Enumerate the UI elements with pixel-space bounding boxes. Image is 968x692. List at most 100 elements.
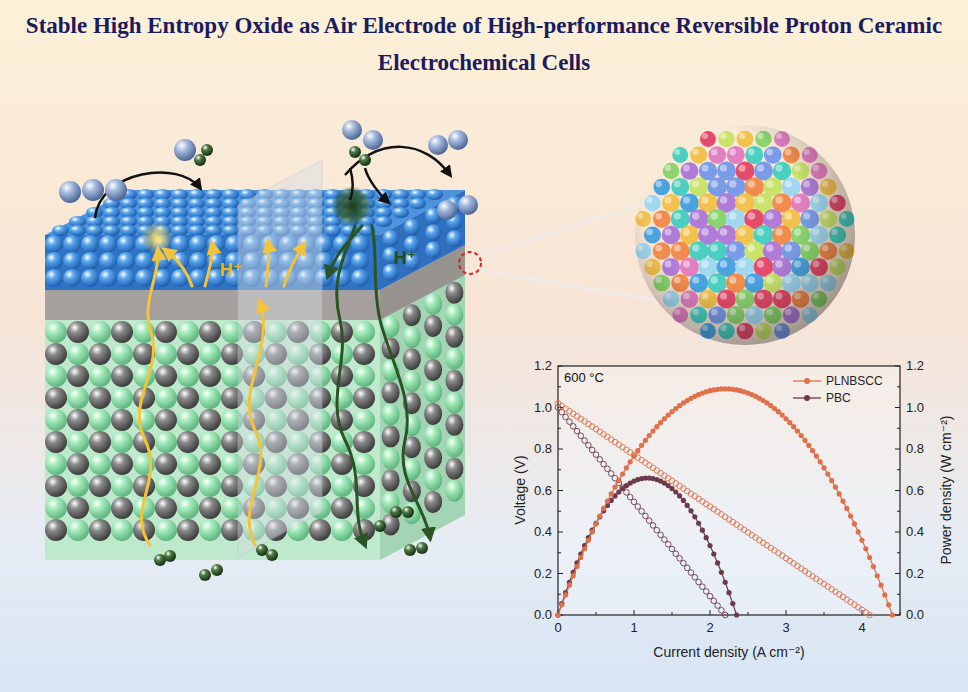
power-point: [734, 612, 739, 617]
lattice-atom: [89, 409, 111, 431]
power-point: [601, 506, 606, 511]
tick-label: 0.2: [906, 566, 924, 581]
legend-swatch: [792, 375, 822, 387]
lattice-atom: [177, 387, 199, 409]
voltage-point: [593, 452, 599, 458]
lattice-atom: [155, 343, 177, 365]
tick: [558, 552, 561, 553]
proton-arrow: [165, 250, 192, 286]
proton-arrow: [139, 250, 158, 545]
power-point: [802, 438, 807, 443]
power-point: [582, 546, 587, 551]
power-point: [890, 612, 895, 617]
proton-arrow: [284, 244, 304, 286]
power-point: [799, 433, 804, 438]
power-point: [829, 478, 834, 483]
electrode-atom: [375, 216, 392, 227]
plot-frame: [558, 366, 900, 615]
lattice-atom: [353, 519, 375, 541]
tick: [895, 573, 900, 574]
lattice-atom: [331, 365, 353, 387]
proton-arrow: [337, 226, 365, 545]
gas-molecule: [342, 120, 362, 140]
lattice-atom: [382, 447, 400, 469]
voltage-point: [673, 551, 679, 557]
power-point: [673, 489, 678, 494]
lattice-atom: [199, 475, 221, 497]
power-point: [704, 535, 709, 540]
lattice-atom: [353, 409, 375, 431]
voltage-point: [586, 442, 592, 448]
lattice-atom: [199, 343, 221, 365]
power-point: [677, 493, 682, 498]
electrode-atom: [404, 219, 420, 236]
voltage-point: [677, 556, 683, 562]
lattice-atom: [45, 519, 67, 541]
lattice-atom: [111, 409, 133, 431]
lattice-atom: [155, 321, 177, 343]
lattice-atom: [445, 370, 463, 392]
lattice-atom: [331, 497, 353, 519]
power-point: [692, 514, 697, 519]
lattice-atom: [177, 409, 199, 431]
electrode-atom: [425, 224, 441, 241]
voltage-point: [654, 527, 660, 533]
proton-arrow: [328, 226, 362, 276]
power-point: [555, 612, 560, 617]
electrode-atom: [171, 235, 189, 253]
mode-divider: [238, 160, 322, 557]
lattice-atom: [67, 519, 89, 541]
power-point: [723, 580, 728, 585]
tick-label: 0.0: [906, 608, 924, 623]
ion-label: H⁺: [220, 260, 243, 281]
lattice-atom: [403, 326, 421, 348]
power-point: [685, 503, 690, 508]
high-entropy-particle: [635, 125, 855, 345]
voltage-point: [624, 490, 630, 496]
lattice-atom: [67, 497, 89, 519]
zoom-marker: [459, 252, 481, 274]
voltage-point: [669, 546, 675, 552]
power-point: [624, 465, 629, 470]
voltage-point: [563, 414, 569, 420]
lattice-atom: [382, 425, 400, 447]
tick: [895, 615, 900, 616]
power-point: [780, 413, 785, 418]
voltage-point: [608, 471, 614, 477]
lattice-atom: [45, 409, 67, 431]
power-point: [783, 416, 788, 421]
tick: [634, 610, 635, 615]
gas-molecule: [174, 139, 196, 161]
electrode-atom: [120, 225, 137, 236]
voltage-point: [597, 457, 603, 463]
tick-label: 0.4: [534, 525, 552, 540]
power-point: [806, 443, 811, 448]
lattice-atom: [403, 304, 421, 326]
lattice-atom: [111, 497, 133, 519]
lattice-atom: [445, 458, 463, 480]
tick-label: 2: [706, 621, 713, 636]
lattice-atom: [331, 387, 353, 409]
legend-text: PLNBSCC: [826, 374, 883, 388]
power-point: [567, 583, 572, 588]
gas-molecule: [105, 179, 127, 201]
electrode-atom: [425, 241, 441, 258]
power-point: [863, 546, 868, 551]
voltage-point: [589, 447, 595, 453]
power-point: [726, 590, 731, 595]
voltage-point: [711, 598, 717, 604]
power-point: [593, 521, 598, 526]
electrode-atom: [188, 225, 205, 236]
power-point: [814, 454, 819, 459]
voltage-point: [681, 560, 687, 566]
electrode-side: [380, 190, 465, 290]
power-point: [597, 513, 602, 518]
tick-label: 0: [554, 621, 561, 636]
power-point: [605, 498, 610, 503]
power-point: [628, 459, 633, 464]
lattice-atom: [111, 321, 133, 343]
power-point: [590, 529, 595, 534]
lattice-atom: [353, 431, 375, 453]
gas-molecule: [458, 195, 478, 215]
legend-entry: PLNBSCC: [792, 372, 883, 389]
